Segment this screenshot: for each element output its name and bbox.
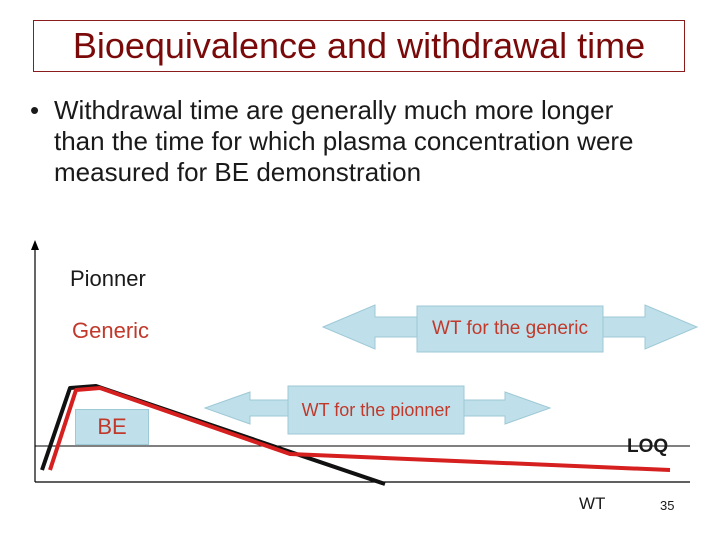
wt-generic-label: WT for the generic [432, 318, 588, 339]
loq-label: LOQ [627, 436, 669, 457]
wt-pionner-label: WT for the pionner [301, 400, 451, 420]
be-box: BE [75, 409, 149, 445]
wt-pionner-label-container: WT for the pionner [288, 386, 464, 434]
generic-label: Generic [72, 318, 150, 343]
generic-curve [48, 386, 671, 472]
pionner-label: Pionner [70, 266, 146, 291]
x-axis-label: WT [579, 494, 606, 513]
wt-generic-label-box [416, 305, 604, 353]
bullet-text: Withdrawal time are generally much more … [54, 95, 634, 187]
title-box: Bioequivalence and withdrawal time [33, 20, 685, 72]
bullet-marker: • [30, 95, 40, 125]
wt-pionner-label-box [287, 385, 465, 435]
bullet-point: • Withdrawal time are generally much mor… [30, 95, 670, 188]
y-axis-arrowhead [31, 240, 39, 250]
slide-title: Bioequivalence and withdrawal time [72, 25, 646, 66]
be-label: BE [97, 414, 127, 439]
wt-generic-label-container: WT for the generic [417, 306, 603, 352]
page-number: 35 [660, 498, 675, 513]
